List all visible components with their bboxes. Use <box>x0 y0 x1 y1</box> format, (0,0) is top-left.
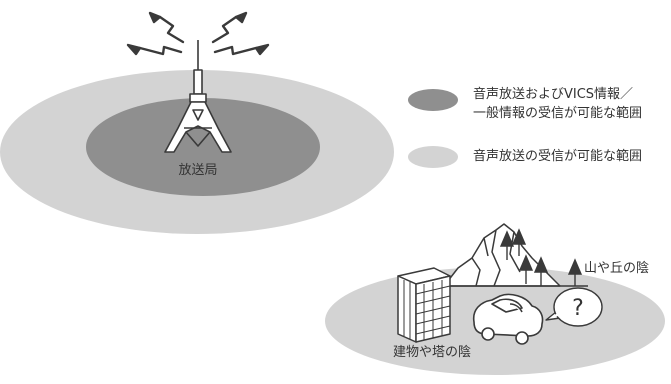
legend-label-line: 一般情報の受信が可能な範囲 <box>473 106 643 121</box>
legend-label-both: 音声放送およびVICS情報／ 一般情報の受信が可能な範囲 <box>473 85 642 123</box>
tree-icon <box>499 228 583 286</box>
legend-label-audio: 音声放送の受信が可能な範囲 <box>473 147 642 166</box>
question-mark: ? <box>572 296 584 321</box>
legend-label-line: 音声放送およびVICS情報／ <box>473 87 634 102</box>
mountain-icon <box>443 223 561 287</box>
mountain-label: 山や丘の陰 <box>584 261 649 276</box>
car-icon <box>472 293 544 345</box>
legend-swatch-dark <box>408 89 458 111</box>
building-label: 建物や塔の陰 <box>393 345 471 360</box>
signal-wave-icon <box>126 11 270 56</box>
inner-coverage-zone <box>86 98 320 196</box>
broadcast-tower-icon <box>164 40 232 153</box>
station-label: 放送局 <box>178 163 217 178</box>
legend-label-line: 音声放送の受信が可能な範囲 <box>473 149 643 164</box>
building-icon <box>397 267 451 343</box>
question-bubble: ? <box>545 287 603 327</box>
legend-swatch-light <box>408 146 458 168</box>
